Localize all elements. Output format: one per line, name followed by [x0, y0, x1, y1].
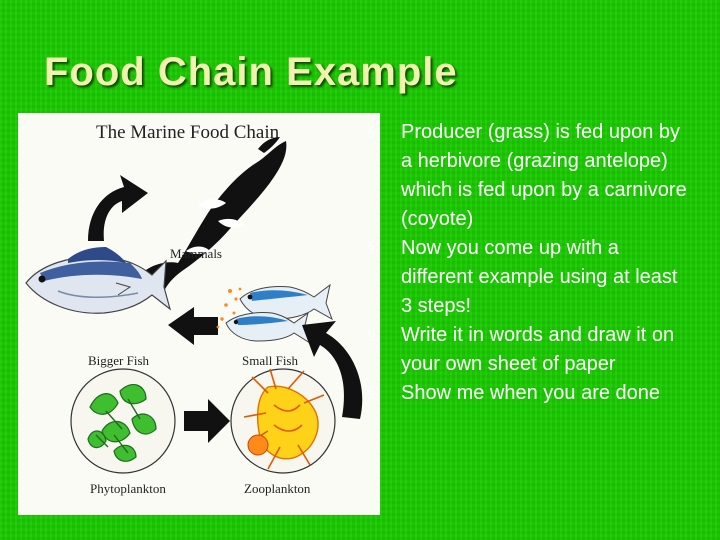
- bullet-item: § Show me when you are done: [368, 379, 688, 408]
- zooplankton-icon: [230, 368, 336, 474]
- bullet-text: Producer (grass) is fed upon by a herbiv…: [401, 121, 687, 230]
- bullet-item: § Now you come up with a different examp…: [368, 234, 688, 321]
- arrow-zooplankton-to-small-fish: [302, 321, 363, 419]
- bullet-item: § Write it in words and draw it on your …: [368, 321, 688, 379]
- bullet-marker: §: [368, 385, 375, 401]
- label-bigger-fish: Bigger Fish: [88, 353, 150, 368]
- bullet-marker: §: [368, 327, 375, 343]
- plankton-specks: [216, 287, 242, 329]
- bigger-fish-icon: [25, 247, 172, 314]
- arrow-bigger-fish-to-mammals: [88, 175, 148, 241]
- figure-title: The Marine Food Chain: [96, 122, 280, 143]
- label-zooplankton: Zooplankton: [244, 481, 311, 496]
- label-mammals: Mammals: [170, 246, 222, 261]
- phytoplankton-icon: [70, 368, 176, 474]
- bullet-text: Write it in words and draw it on your ow…: [401, 324, 675, 375]
- label-phytoplankton: Phytoplankton: [90, 481, 166, 496]
- bullet-item: § Producer (grass) is fed upon by a herb…: [368, 118, 688, 234]
- marine-food-chain-figure: The Marine Food Chain Mammals: [18, 113, 380, 515]
- orca-icon: [142, 137, 287, 291]
- bullet-list: § Producer (grass) is fed upon by a herb…: [368, 118, 688, 408]
- bullet-text: Show me when you are done: [401, 382, 661, 404]
- label-small-fish: Small Fish: [242, 353, 298, 368]
- slide-title: Food Chain Example: [44, 50, 458, 94]
- bullet-marker: §: [368, 124, 375, 140]
- arrow-phytoplankton-to-zooplankton: [184, 399, 230, 443]
- small-fish-icon: [225, 283, 333, 345]
- arrow-small-fish-to-bigger-fish: [168, 307, 218, 345]
- bullet-text: Now you come up with a different example…: [401, 237, 678, 317]
- bullet-marker: §: [368, 240, 375, 256]
